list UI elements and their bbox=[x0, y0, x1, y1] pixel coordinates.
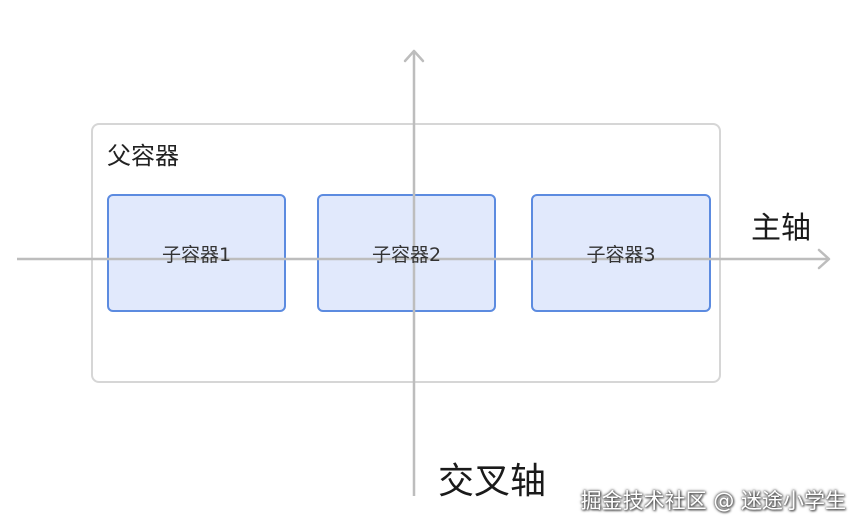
cross-axis-arrowhead bbox=[403, 49, 425, 63]
child-container-2-label: 子容器2 bbox=[371, 244, 442, 266]
main-axis-arrowhead bbox=[817, 248, 831, 270]
parent-container-label: 父容器 bbox=[107, 142, 179, 170]
cross-axis-label: 交叉轴 bbox=[438, 461, 547, 502]
watermark: 掘金技术社区 @ 迷途小学生 bbox=[580, 489, 846, 513]
child-container-3 bbox=[531, 194, 711, 312]
child-container-2 bbox=[317, 194, 496, 312]
main-axis-label: 主轴 bbox=[751, 211, 811, 246]
child-container-3-label: 子容器3 bbox=[586, 244, 656, 266]
child-container-1-label: 子容器1 bbox=[161, 244, 232, 266]
child-container-1 bbox=[107, 194, 286, 312]
